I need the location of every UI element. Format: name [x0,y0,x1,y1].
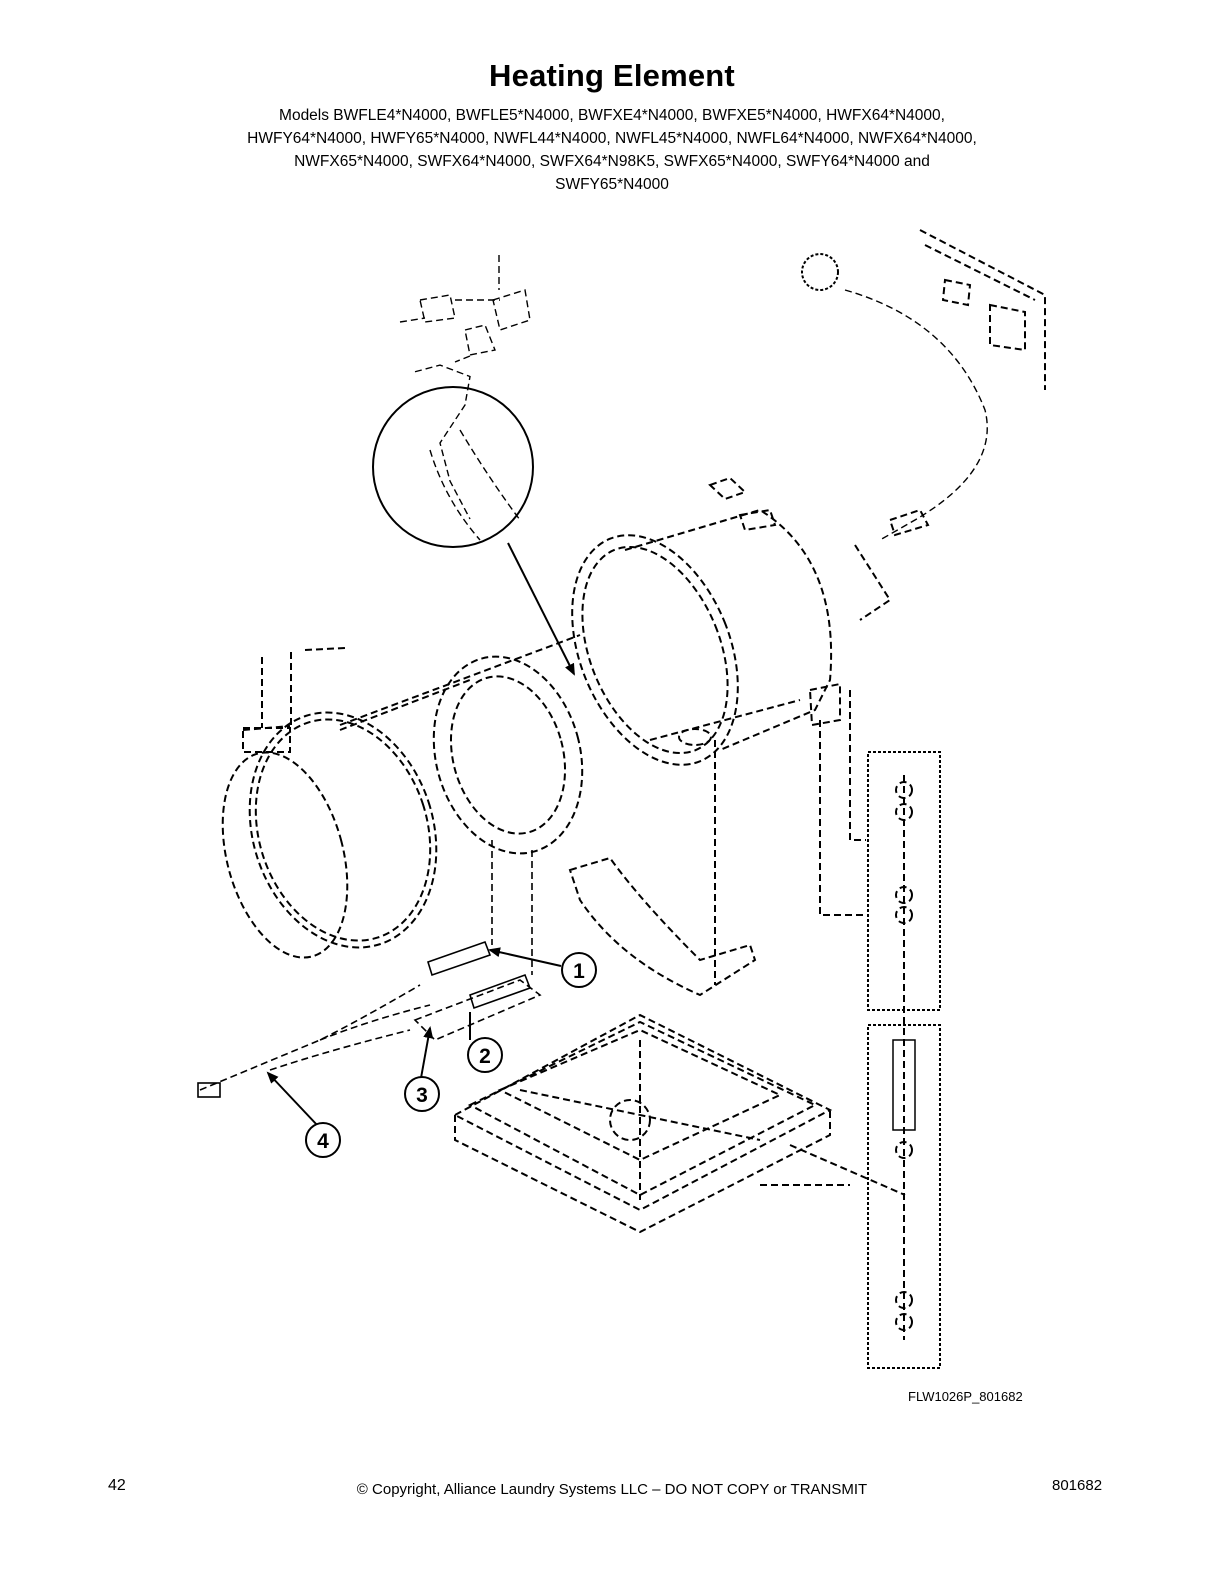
top-bracket-assembly [399,255,531,363]
callout-1-leader [488,947,562,967]
document-number: 801682 [1052,1477,1103,1494]
lower-bracket [568,740,757,997]
page-title: Heating Element [489,58,735,93]
shock-absorber-column [760,690,941,1369]
models-line: HWFY64*N4000, HWFY65*N4000, NWFL44*N4000… [247,130,977,147]
front-ring-assembly [221,634,584,959]
callout-4-number: 4 [317,1130,329,1153]
callout-4-leader [266,1071,319,1127]
models-line: Models BWFLE4*N4000, BWFLE5*N4000, BWFXE… [279,107,945,124]
base-frame [452,1013,833,1234]
cabinet-corner [801,229,1046,621]
callout-3: 3 [404,1076,440,1112]
callout-4: 4 [305,1122,341,1158]
models-line: NWFX65*N4000, SWFX64*N4000, SWFX64*N98K5… [294,153,930,170]
detail-leader-line [507,542,575,676]
outer-tub [571,476,841,766]
models-list: Models BWFLE4*N4000, BWFLE5*N4000, BWFXE… [150,104,1074,196]
callout-3-leader [420,1026,434,1079]
callout-1-number: 1 [573,960,585,983]
heating-element-assembly [197,840,542,1098]
figure-id: FLW1026P_801682 [908,1389,1023,1404]
copyright-notice: © Copyright, Alliance Laundry Systems LL… [356,1481,868,1498]
callout-2: 2 [467,1037,503,1073]
page-number: 42 [108,1477,126,1494]
models-line: SWFY65*N4000 [555,176,669,193]
callout-2-number: 2 [479,1045,491,1068]
detail-magnifier [372,364,534,548]
callout-1: 1 [561,952,597,988]
callout-3-number: 3 [416,1084,428,1107]
